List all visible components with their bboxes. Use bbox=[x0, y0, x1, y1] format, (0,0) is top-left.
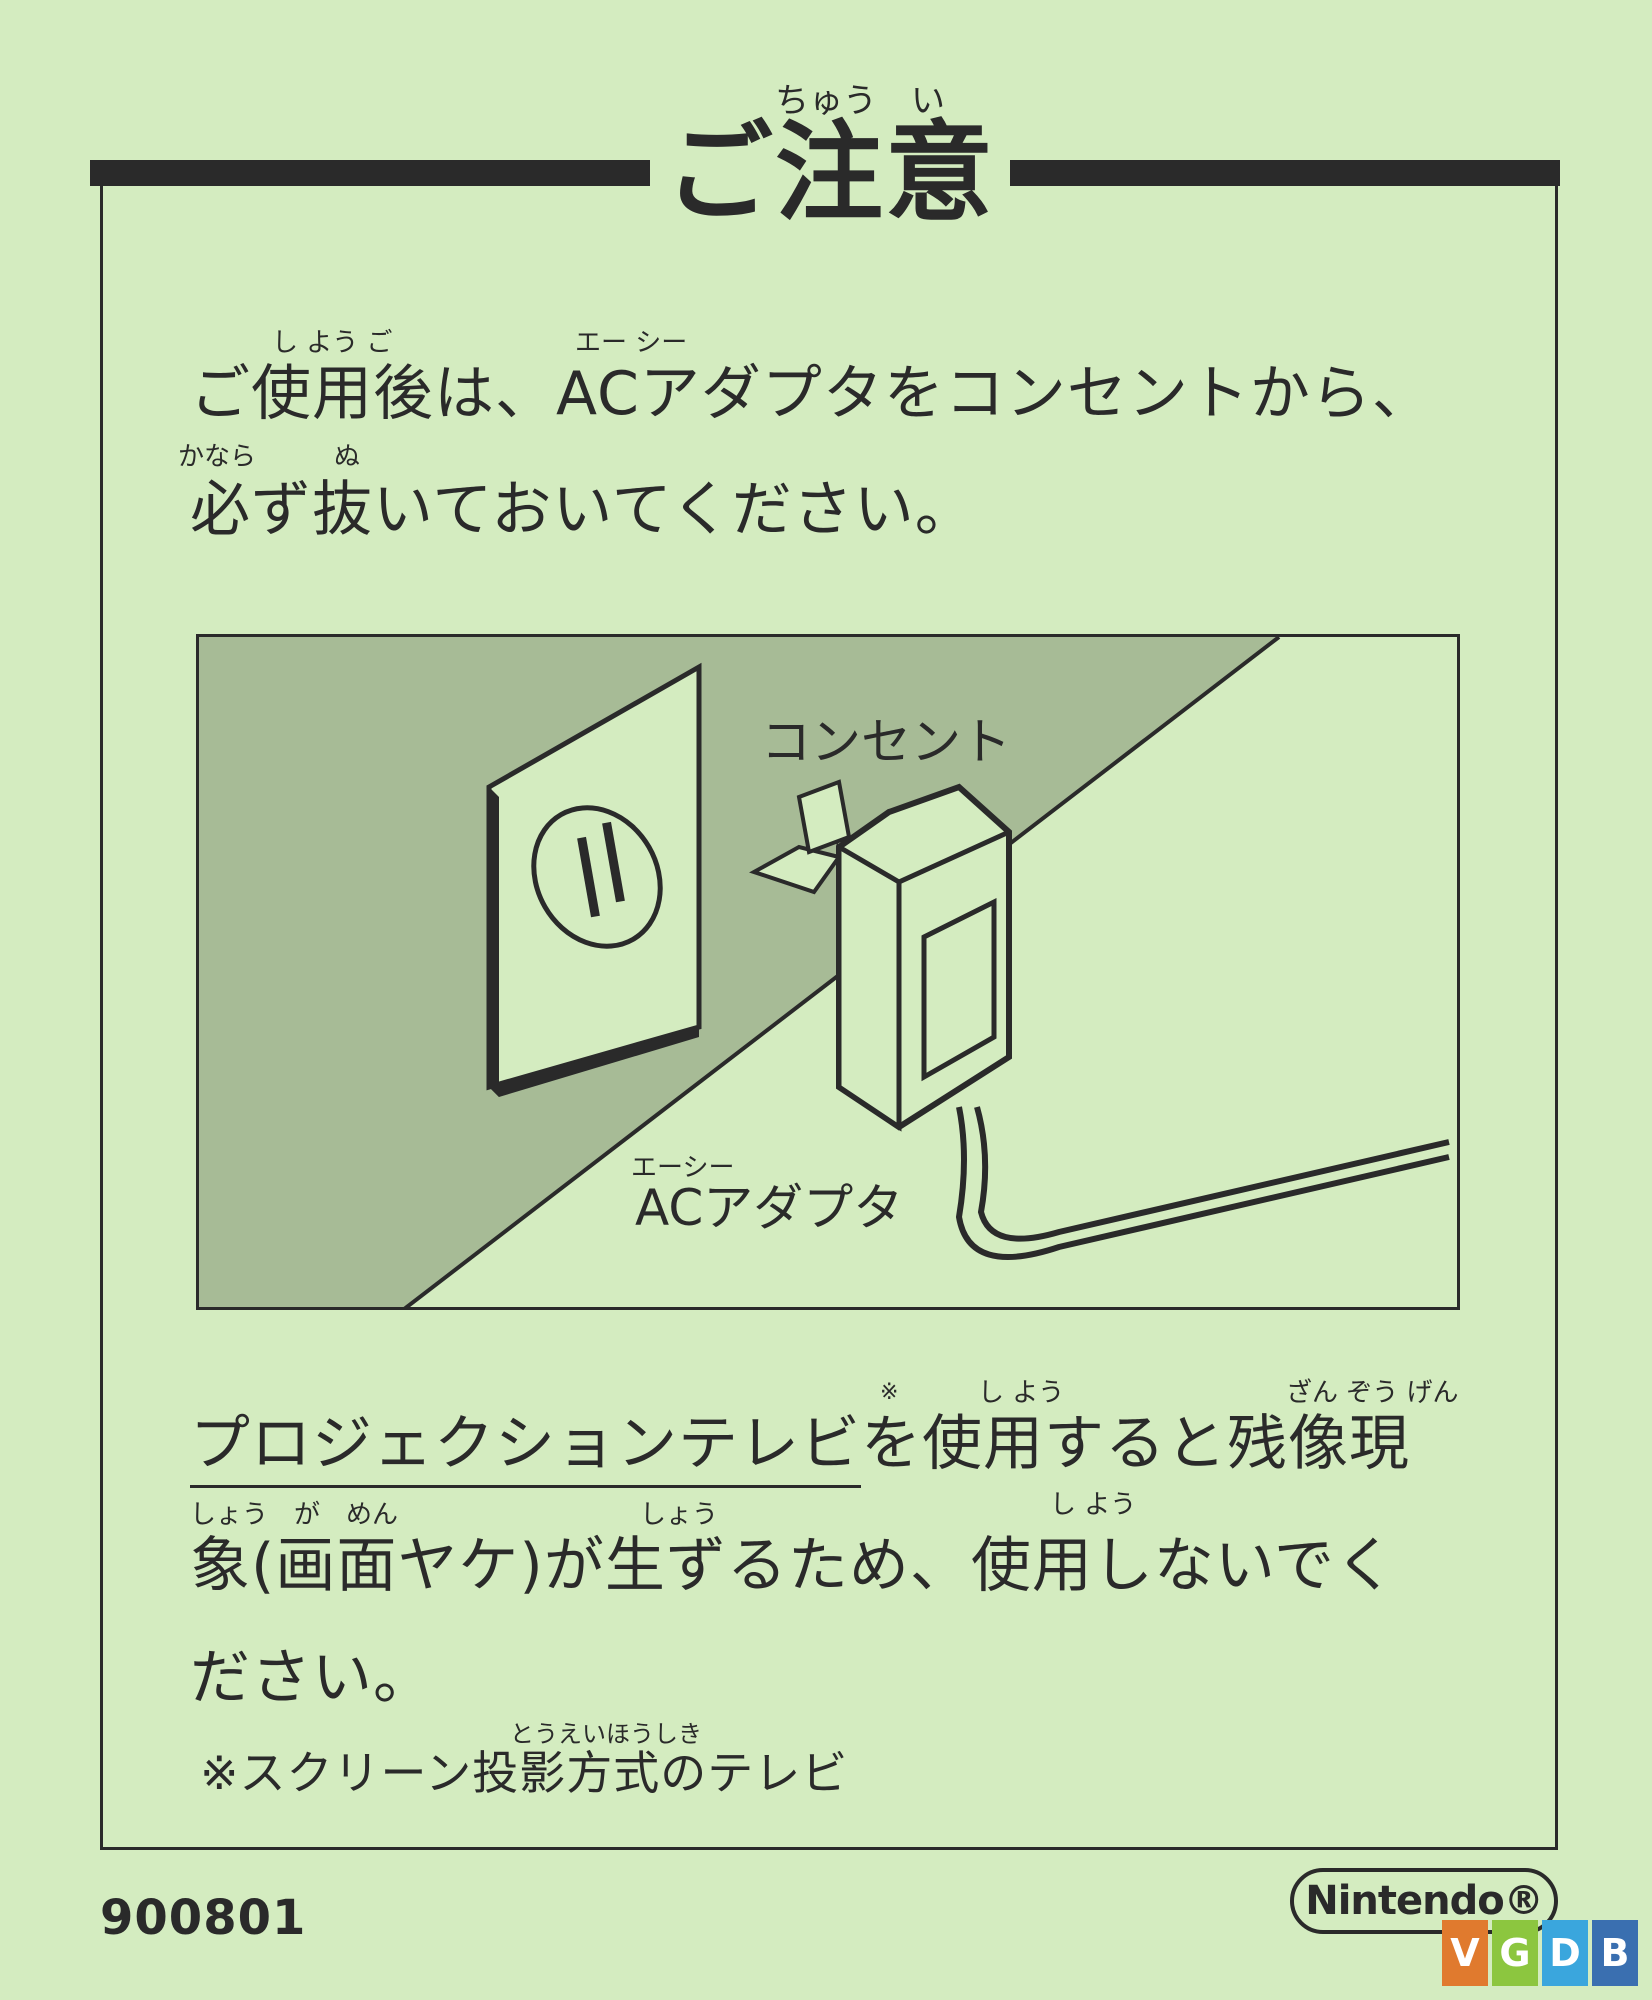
nintendo-logo: Nintendo® bbox=[1290, 1868, 1558, 1934]
p2-line3: ださい。 bbox=[190, 1643, 434, 1713]
p2-line2: 象(画面ヤケ)が生ずるため、使用しないでく bbox=[190, 1531, 1397, 1601]
p1-line1: ご使用後は、ACアダプタをコンセントから、 bbox=[190, 359, 1433, 429]
page-title: ご注意 bbox=[664, 111, 995, 236]
p1-ruby-nu: ぬ bbox=[334, 442, 361, 472]
product-code: 900801 bbox=[100, 1890, 307, 1946]
outlet-label: コンセント bbox=[761, 713, 1011, 771]
vgdb-watermark: V G D B bbox=[1442, 1920, 1638, 1986]
adapter-label: ACアダプタ bbox=[635, 1179, 904, 1237]
watermark-letter-v: V bbox=[1442, 1920, 1488, 1986]
watermark-letter-g: G bbox=[1492, 1920, 1538, 1986]
p2-ruby-shou: しょう bbox=[640, 1500, 719, 1530]
p1-ruby-ac: エー シー bbox=[575, 328, 688, 358]
p1-ruby-kanara: かなら bbox=[178, 442, 257, 472]
p2-line1: プロジェクションテレビを使用すると残像現 bbox=[190, 1409, 1410, 1488]
p2-ruby-shiyou2: し よう bbox=[1050, 1490, 1137, 1520]
p2-ruby-shougamen: しょう が めん bbox=[190, 1500, 399, 1530]
watermark-letter-b: B bbox=[1592, 1920, 1638, 1986]
note-ruby: とうえいほうしき bbox=[510, 1720, 702, 1748]
projection-tv-term: プロジェクションテレビ bbox=[190, 1409, 861, 1488]
watermark-letter-d: D bbox=[1542, 1920, 1588, 1986]
outlet-illustration: コンセント エーシー ACアダプタ bbox=[196, 634, 1460, 1310]
adapter-ruby: エーシー bbox=[631, 1153, 735, 1183]
title-rule-left bbox=[90, 160, 650, 186]
p2-ruby-shiyou: し よう bbox=[978, 1378, 1065, 1408]
title-rule-right bbox=[1010, 160, 1560, 186]
p1-line2: 必ず抜いておいてください。 bbox=[190, 475, 976, 545]
note-text: ※スクリーン投影方式のテレビ bbox=[200, 1746, 849, 1800]
p2-note-mark: ※ bbox=[880, 1380, 899, 1405]
p1-ruby-shiyougo: し よう ご bbox=[272, 328, 393, 358]
notice-frame bbox=[100, 160, 1558, 1850]
outlet-adapter-drawing bbox=[199, 637, 1450, 1307]
p2-line1-rest: を使用すると残像現 bbox=[861, 1409, 1410, 1479]
title-ruby: ちゅう い bbox=[775, 81, 945, 121]
p2-ruby-zanzougen: ざん ぞう げん bbox=[1286, 1378, 1459, 1408]
